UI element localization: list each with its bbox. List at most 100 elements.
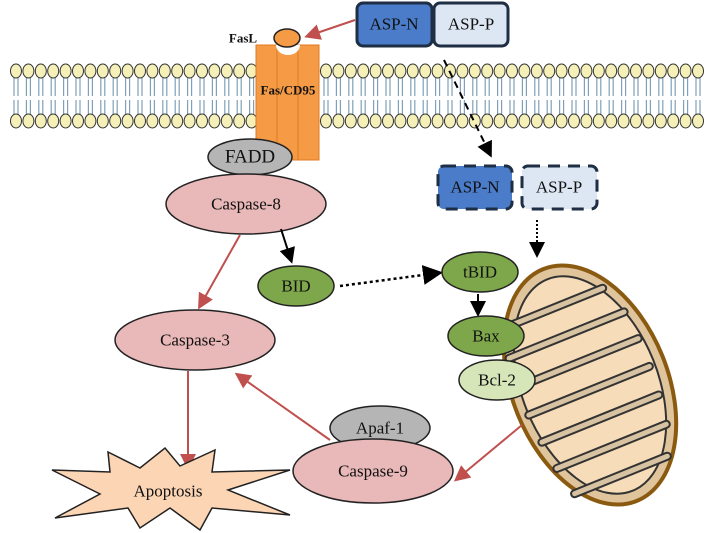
lipid-head: [22, 63, 35, 79]
lipid-head: [96, 63, 109, 79]
lipid-head: [208, 113, 221, 129]
asp-p-label: ASP-P: [448, 15, 494, 34]
lipid-head: [580, 63, 593, 79]
lipid-tails: [348, 78, 354, 116]
bcl-2-node: [458, 359, 536, 401]
lipid-tails: [187, 78, 193, 116]
lipid-head: [382, 113, 394, 129]
lipid-tails: [75, 78, 81, 116]
lipid-head: [369, 63, 382, 79]
lipid-head: [171, 113, 184, 129]
lipid-tails: [472, 78, 478, 116]
lipid-head: [382, 63, 394, 79]
mitochondrion: [496, 263, 679, 507]
fas-label: Fas/CD95: [261, 83, 316, 98]
arrow-asp-to-fasl: [304, 19, 356, 40]
lipid-tails: [149, 78, 155, 116]
tbid-node: [441, 251, 519, 293]
lipid-head: [121, 63, 134, 79]
lipid-tails: [459, 78, 465, 116]
lipid-head: [568, 63, 580, 79]
lipid-head: [419, 113, 432, 129]
lipid-head: [481, 63, 494, 79]
lipid-head: [468, 63, 481, 79]
lipid-head: [419, 63, 432, 79]
lipid-head: [220, 63, 233, 79]
lipid-head: [134, 63, 146, 79]
lipid-head: [146, 63, 159, 79]
lipid-tails: [645, 78, 651, 116]
lipid-head: [518, 113, 531, 129]
lipid-head: [344, 63, 357, 79]
lipid-head: [357, 113, 370, 129]
lipid-head: [654, 63, 667, 79]
lipid-head: [59, 63, 72, 79]
asp-n-label: ASP-N: [369, 15, 418, 34]
lipid-head: [592, 113, 605, 129]
asp-p-box-internal: [520, 164, 599, 211]
lipid-tails: [683, 78, 689, 116]
bax-node: [447, 315, 525, 357]
lipid-tails: [571, 78, 577, 116]
tbid-label: tBID: [463, 263, 497, 282]
lipid-tails: [596, 78, 602, 116]
lipid-tails: [174, 78, 180, 116]
lipid-head: [630, 63, 642, 79]
caspase-3-label: Caspase-3: [160, 331, 230, 350]
lipid-head: [481, 113, 494, 129]
lipid-tails: [559, 78, 565, 116]
lipid-head: [245, 63, 258, 79]
caspase-8-node: [165, 173, 327, 235]
lipid-head: [530, 113, 543, 129]
lipid-head: [493, 63, 506, 79]
lipid-head: [171, 63, 184, 79]
lipid-head: [679, 113, 692, 129]
lipid-head: [146, 113, 159, 129]
lipid-head: [506, 63, 518, 79]
lipid-tails: [670, 78, 676, 116]
lipid-head: [394, 113, 407, 129]
arrow-caspase8-to-caspase3: [198, 234, 241, 310]
lipid-head: [47, 113, 60, 129]
lipid-head: [183, 113, 196, 129]
lipid-tails: [87, 78, 93, 116]
lipid-tails: [224, 78, 230, 116]
lipid-head: [233, 113, 246, 129]
lipid-tails: [25, 78, 31, 116]
lipid-head: [543, 63, 556, 79]
lipid-head: [605, 113, 618, 129]
lipid-head: [667, 63, 680, 79]
lipid-tails: [410, 78, 416, 116]
lipid-tails: [211, 78, 217, 116]
lipid-head: [679, 63, 692, 79]
lipid-head: [555, 63, 568, 79]
lipid-tails: [546, 78, 552, 116]
arrow-bid-to-tbid: [339, 265, 443, 288]
lipid-tails: [397, 78, 403, 116]
lipid-head: [34, 63, 47, 79]
lipid-head: [692, 63, 704, 79]
lipid-head: [630, 113, 642, 129]
asp-n-box-internal: [436, 164, 514, 211]
arrow-caspase8-to-bid: [279, 228, 295, 264]
asp-p-label-internal: ASP-P: [536, 178, 582, 197]
fadd-label: FADD: [225, 147, 275, 168]
lipid-head: [84, 113, 97, 129]
lipid-tails: [447, 78, 453, 116]
arrow-asp-entry: [443, 59, 492, 158]
lipid-head: [233, 63, 246, 79]
lipid-head: [642, 113, 655, 129]
lipid-head: [10, 63, 22, 79]
bid-node: [257, 265, 335, 307]
lipid-head: [183, 63, 196, 79]
lipid-head: [47, 63, 60, 79]
lipid-head: [10, 113, 22, 129]
lipid-head: [109, 113, 122, 129]
lipid-head: [555, 113, 568, 129]
lipid-head: [642, 63, 655, 79]
lipid-head: [406, 113, 419, 129]
arrow-caspase9-to-caspase3: [234, 372, 331, 441]
lipid-head: [654, 113, 667, 129]
lipid-tails: [125, 78, 131, 116]
lipid-head: [158, 63, 171, 79]
